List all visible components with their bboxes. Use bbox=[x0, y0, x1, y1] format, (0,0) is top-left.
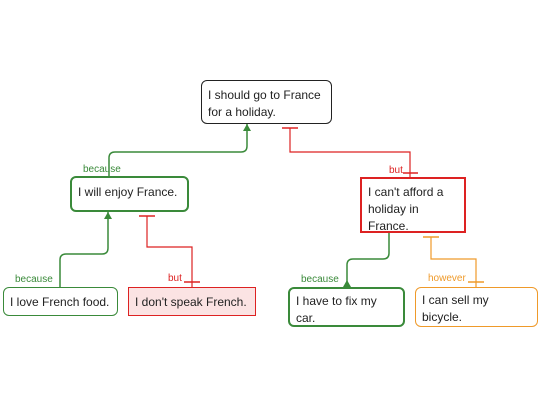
label-because-enjoy: because bbox=[83, 164, 121, 175]
label-because-food: because bbox=[15, 274, 53, 285]
rebuttal-node-bike[interactable]: I can sell my bicycle. bbox=[415, 287, 538, 327]
claim-node-root[interactable]: I should go to France for a holiday. bbox=[201, 80, 332, 124]
connector-speak-to-enjoy bbox=[146, 216, 193, 287]
label-but-speak: but bbox=[168, 273, 182, 284]
label-however-bike: however bbox=[428, 273, 466, 284]
node-text-line: I don't speak French. bbox=[135, 295, 247, 309]
arrowhead-enjoy-support bbox=[104, 212, 112, 219]
node-text-line: holiday in bbox=[368, 202, 419, 216]
reason-node-car[interactable]: I have to fix my car. bbox=[288, 287, 405, 327]
node-text-line: bicycle. bbox=[422, 310, 463, 324]
connector-car-to-afford bbox=[346, 233, 390, 287]
node-text-line: I can't afford a bbox=[368, 185, 444, 199]
node-text-line: I love French food. bbox=[10, 295, 110, 309]
label-but-afford: but bbox=[389, 165, 403, 176]
connector-bike-to-afford bbox=[430, 237, 477, 287]
node-text-line: France. bbox=[368, 219, 409, 233]
reason-node-enjoy[interactable]: I will enjoy France. bbox=[70, 176, 189, 212]
connector-afford-to-root bbox=[289, 128, 411, 177]
connector-enjoy-to-root bbox=[108, 124, 248, 176]
objection-node-speak[interactable]: I don't speak French. bbox=[128, 287, 256, 316]
node-text-line: for a holiday. bbox=[208, 105, 276, 119]
arrowhead-car-support bbox=[343, 280, 351, 287]
objection-node-afford[interactable]: I can't afford a holiday in France. bbox=[360, 177, 466, 233]
reason-node-food[interactable]: I love French food. bbox=[3, 287, 118, 316]
node-text-line: I will enjoy France. bbox=[78, 185, 178, 199]
node-text-line: I should go to France bbox=[208, 88, 321, 102]
node-text-line: car. bbox=[296, 311, 316, 325]
label-because-car: because bbox=[301, 274, 339, 285]
node-text-line: I have to fix my bbox=[296, 294, 377, 308]
connector-food-to-enjoy bbox=[59, 212, 109, 287]
arrowhead-root-support bbox=[243, 124, 251, 131]
node-text-line: I can sell my bbox=[422, 293, 489, 307]
